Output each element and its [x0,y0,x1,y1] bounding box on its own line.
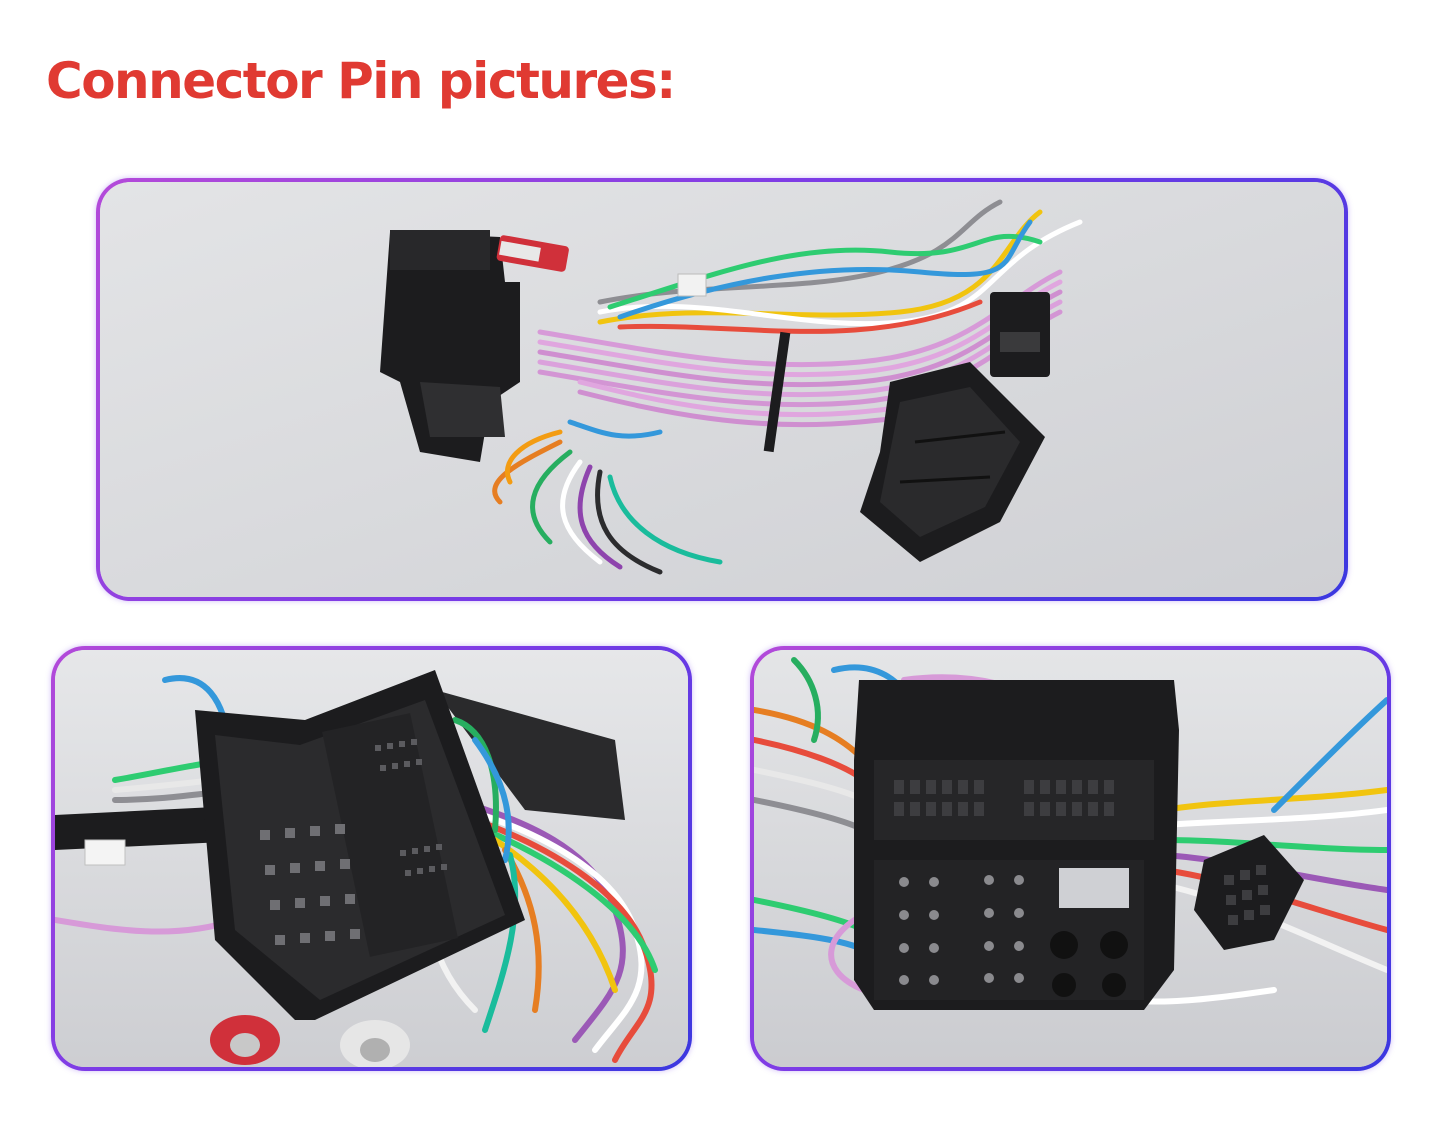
connector-pin-side-illustration [55,650,688,1067]
photo-frame-harness-overview [96,178,1348,601]
photo-connector-front-view [754,650,1387,1067]
connector-front-view-illustration [754,650,1387,1067]
photo-frame-connector-front-view [750,646,1391,1071]
page-title: Connector Pin pictures: [46,52,676,110]
harness-overview-illustration [100,182,1344,597]
photo-connector-pin-side [55,650,688,1067]
photo-harness-overview [100,182,1344,597]
photo-frame-connector-pin-side [51,646,692,1071]
